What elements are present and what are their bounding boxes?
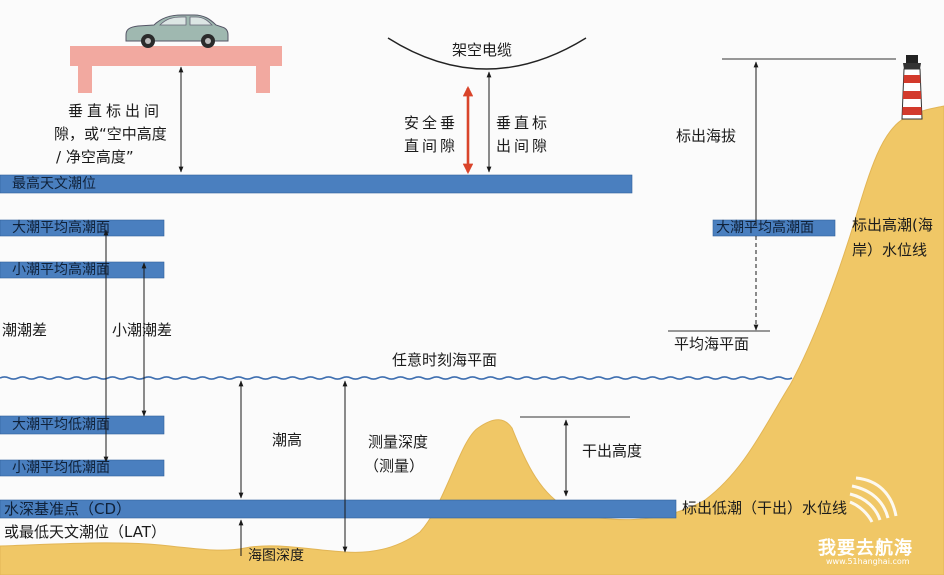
elevation-label: 标出海拔: [676, 127, 737, 145]
any-time-sea-label: 任意时刻海平面: [392, 351, 498, 369]
hat-band-label: 最高天文潮位: [12, 176, 96, 192]
mhws-right-band-label: 大潮平均高潮面: [716, 220, 814, 236]
band-mhws: [0, 219, 165, 237]
sounding-label-line1: 测量深度: [368, 433, 429, 451]
chart-datum-band-label: 水深基准点（CD）: [4, 500, 132, 518]
safe-clearance-label-line2: 直间隙: [404, 137, 459, 155]
sail-logo-icon: [849, 476, 898, 523]
chart-depth-label: 海图深度: [248, 548, 304, 564]
band-mlws: [0, 415, 165, 435]
mhwn-band-label: 小潮平均高潮面: [12, 262, 110, 278]
mhws-band-label: 大潮平均高潮面: [12, 220, 110, 236]
tide-height-label: 潮高: [272, 431, 303, 449]
band-mlwn: [0, 459, 165, 477]
neap-range-label: 小潮潮差: [112, 321, 173, 339]
vertical-clearance-label-line2: 出间隙: [496, 137, 551, 155]
watermark-url: www.51hanghai.com: [826, 557, 910, 566]
cable-label: 架空电缆: [452, 41, 513, 59]
bridge-leg-left: [78, 60, 92, 93]
safe-clearance-label-line1: 安全垂: [404, 114, 459, 132]
overhead-cable: [387, 37, 587, 70]
seabed-land: [0, 105, 944, 575]
mlwn-band-label: 小潮平均低潮面: [12, 460, 110, 476]
coast-label-line2: 岸）水位线: [852, 241, 928, 259]
sounding-label-line2: （测量）: [364, 457, 425, 475]
drying-line-label: 标出低潮（干出）水位线: [682, 499, 848, 517]
band-mhws-right: [712, 219, 836, 237]
band-highest-astronomical-tide: [0, 174, 633, 194]
mean-sea-level-label: 平均海平面: [674, 335, 750, 353]
lat-label: 或最低天文潮位（LAT）: [4, 523, 166, 541]
vertical-clearance-label-line1: 垂直标: [496, 114, 551, 132]
lighthouse-icon: [901, 55, 923, 120]
bridge-clearance-label-line2: 隙，或“空中高度: [54, 125, 167, 143]
coast-label-line1: 标出高潮(海: [852, 216, 933, 234]
car-icon: [125, 14, 229, 48]
drying-height-label: 干出高度: [582, 442, 643, 460]
bridge-clearance-label-line3: / 净空高度”: [56, 148, 134, 166]
band-chart-datum: [0, 499, 677, 519]
watermark-name: 我要去航海: [818, 538, 913, 559]
band-mhwn: [0, 261, 165, 279]
bridge-clearance-label-line1: 垂直标出间: [68, 102, 164, 120]
spring-range-label: 潮潮差: [2, 321, 48, 339]
sea-surface-line: [0, 376, 793, 380]
mlws-band-label: 大潮平均低潮面: [12, 417, 110, 433]
bridge-leg-right: [256, 60, 270, 93]
bridge-deck: [70, 46, 282, 66]
